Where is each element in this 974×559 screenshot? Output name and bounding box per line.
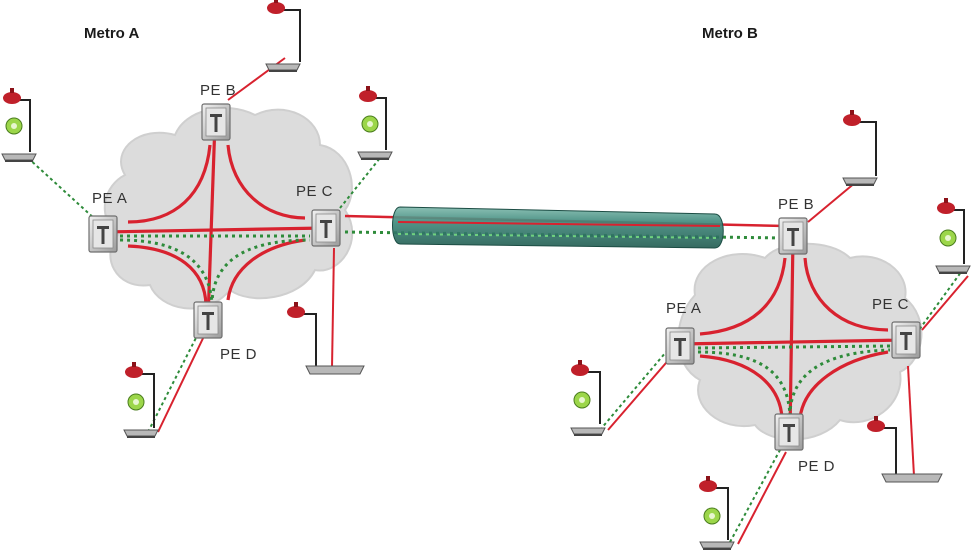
workstation-base-icon: [570, 427, 606, 437]
workstation-base-icon: [357, 151, 393, 161]
metro-a-pe-b-router-icon: [201, 103, 231, 141]
metro-b-pe-a-label: PE A: [666, 300, 702, 317]
metro-b-red-mesh: [679, 237, 907, 433]
metro-a-pe-a-router-icon: [88, 215, 118, 253]
trunk-pipe-icon: [392, 206, 724, 249]
metro-a-pe-a-label: PE A: [92, 190, 128, 207]
metro-a-red-mesh: [102, 121, 326, 321]
metro-b-endpoint-top: [842, 110, 878, 187]
metro-b-pe-d-label: PE D: [798, 458, 836, 475]
metro-b-endpoint-right: [935, 198, 971, 275]
metro-b-endpoint-bottom: [699, 476, 735, 551]
workstation-base-icon: [842, 177, 878, 187]
workstation-base-icon: [935, 265, 971, 275]
workstation-base-icon: [881, 473, 943, 483]
workstation-base-icon: [305, 365, 365, 375]
metro-a-endpoint-left: [1, 88, 37, 163]
camera-icon: [267, 0, 285, 14]
phone-icon: [573, 391, 591, 409]
workstation-base-icon: [265, 63, 301, 73]
metro-a-pe-c-label: PE C: [296, 183, 334, 200]
camera-icon: [937, 198, 955, 214]
trunk-group: [344, 206, 786, 249]
workstation-base-icon: [123, 429, 159, 439]
workstation-base-icon: [699, 541, 735, 551]
camera-icon: [125, 362, 143, 378]
metro-a-endpoint-right: [357, 86, 393, 161]
metro-b-title: Metro B: [702, 25, 758, 42]
metro-a-pe-b-label: PE B: [200, 82, 237, 99]
metro-a-group: [1, 0, 393, 439]
workstation-base-icon: [1, 153, 37, 163]
camera-icon: [699, 476, 717, 492]
metro-b-group: [570, 110, 971, 551]
metro-b-pe-b-label: PE B: [778, 196, 815, 213]
metro-b-access-links: [599, 181, 969, 545]
metro-b-pe-b-router-icon: [778, 217, 808, 255]
metro-b-endpoint-bottom-right: [867, 416, 943, 483]
phone-icon: [703, 507, 721, 525]
metro-b-endpoint-left: [570, 360, 606, 437]
metro-a-endpoint-top: [265, 0, 301, 73]
metro-b-pe-c-label: PE C: [872, 296, 910, 313]
metro-a-pe-d-router-icon: [193, 301, 223, 339]
phone-icon: [939, 229, 957, 247]
metro-b-pe-c-router-icon: [891, 321, 921, 359]
camera-icon: [287, 302, 305, 318]
metro-a-pe-d-label: PE D: [220, 346, 258, 363]
metro-a-title: Metro A: [84, 25, 140, 42]
camera-icon: [843, 110, 861, 126]
metro-b-green-dotted-mesh: [697, 344, 891, 417]
metro-b-pe-d-router-icon: [774, 413, 804, 451]
metro-a-green-dotted-mesh: [119, 234, 311, 306]
metro-b-pe-a-router-icon: [665, 327, 695, 365]
metro-a-endpoint-bottom-right: [287, 302, 365, 375]
camera-icon: [359, 86, 377, 102]
metro-a-endpoint-bottom-left: [123, 362, 159, 439]
camera-icon: [3, 88, 21, 104]
metro-a-pe-c-router-icon: [311, 209, 341, 247]
camera-icon: [571, 360, 589, 376]
phone-icon: [361, 115, 379, 133]
phone-icon: [5, 117, 23, 135]
phone-icon: [127, 393, 145, 411]
